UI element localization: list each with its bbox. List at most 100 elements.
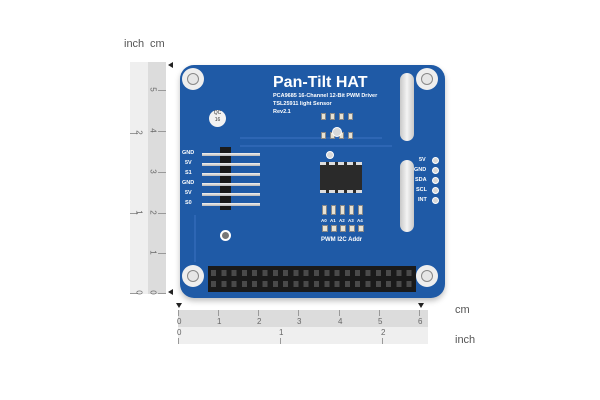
tick	[130, 213, 138, 214]
trace	[240, 137, 382, 139]
resistor	[348, 132, 353, 139]
servo-pin-label: 5V	[185, 160, 192, 166]
tick	[280, 338, 281, 344]
cm-tick-label: 6	[418, 317, 423, 326]
address-label: A2	[339, 218, 345, 223]
ruler-marker-icon	[168, 62, 173, 68]
address-pad	[349, 225, 355, 232]
horizontal-ruler-cm-scale	[178, 310, 428, 327]
i2c-pin-label: SCL	[416, 187, 427, 193]
cable-slot	[400, 73, 414, 141]
tick	[379, 310, 380, 316]
horizontal-ruler-inch-label: inch	[455, 334, 476, 346]
tick	[158, 253, 166, 254]
gpio-40-pin-header	[208, 266, 416, 292]
header-pin	[202, 183, 260, 186]
address-label: A0	[321, 218, 327, 223]
test-point	[326, 151, 334, 159]
tick	[178, 338, 179, 344]
gpio-pin-row	[211, 281, 413, 287]
trace	[240, 145, 392, 147]
trace	[194, 215, 196, 262]
servo-pin-label: S1	[185, 170, 192, 176]
address-jumper	[349, 205, 354, 215]
board-subtitle-pwm: PCA9685 16-Channel 12-Bit PWM Driver	[273, 93, 378, 99]
tick	[298, 310, 299, 316]
horizontal-ruler-cm-label: cm	[455, 304, 470, 316]
i2c-pad	[432, 177, 439, 184]
cm-tick-label: 2	[148, 210, 158, 215]
mounting-hole	[416, 265, 438, 287]
address-label: A3	[348, 218, 354, 223]
gpio-pin-row	[211, 270, 413, 276]
servo-pin-header	[220, 147, 231, 210]
vertical-ruler-inch-label: inch	[124, 38, 145, 50]
cm-tick-label: 4	[338, 317, 343, 326]
i2c-pad	[432, 167, 439, 174]
header-pin	[202, 193, 260, 196]
resistor	[348, 113, 353, 120]
tick	[178, 310, 179, 316]
address-jumper	[322, 205, 327, 215]
tick	[258, 310, 259, 316]
tick	[218, 310, 219, 316]
i2c-pad	[432, 187, 439, 194]
inch-tick-label: 1	[279, 328, 284, 337]
vertical-ruler-inch-scale	[130, 62, 148, 294]
header-pin	[202, 153, 260, 156]
pan-tilt-hat-board: Pan-Tilt HAT PCA9685 16-Channel 12-Bit P…	[180, 65, 445, 298]
inch-tick-label: 1	[134, 210, 144, 215]
horizontal-ruler-inch-scale	[178, 327, 428, 344]
header-pin	[202, 203, 260, 206]
address-label: A1	[330, 218, 336, 223]
cm-tick-label: 5	[378, 317, 383, 326]
inch-tick-label: 2	[381, 328, 386, 337]
tick	[158, 172, 166, 173]
resistor	[321, 132, 326, 139]
i2c-pad	[432, 157, 439, 164]
ruler-marker-icon	[168, 289, 173, 295]
qc-sticker: QC 16	[209, 110, 226, 127]
mounting-hole	[182, 68, 204, 90]
cm-tick-label: 4	[148, 128, 158, 133]
tick	[158, 213, 166, 214]
address-label: A4	[357, 218, 363, 223]
i2c-pad	[432, 197, 439, 204]
mounting-hole	[416, 68, 438, 90]
inch-tick-label: 2	[134, 130, 144, 135]
i2c-pin-label: GND	[414, 167, 427, 173]
i2c-pin-label: INT	[418, 197, 427, 203]
resistor	[339, 113, 344, 120]
mounting-hole	[182, 265, 204, 287]
tick	[158, 131, 166, 132]
qc-label: QC	[213, 110, 222, 116]
cm-tick-label: 3	[297, 317, 302, 326]
address-pad	[358, 225, 364, 232]
tick	[158, 293, 166, 294]
ruler-marker-icon	[418, 303, 424, 308]
tick	[130, 133, 138, 134]
cm-tick-label: 1	[217, 317, 222, 326]
cm-tick-label: 5	[148, 87, 158, 92]
address-jumper	[331, 205, 336, 215]
board-subtitle-sensor: TSL25911 light Sensor	[273, 101, 332, 107]
resistor	[321, 113, 326, 120]
vertical-ruler-cm-scale	[148, 62, 166, 294]
tick	[130, 293, 138, 294]
i2c-pin-label: SDA	[415, 177, 427, 183]
cm-tick-label: 3	[148, 169, 158, 174]
cm-tick-label: 2	[257, 317, 262, 326]
vertical-ruler: 0 1 2 0 1 2 3 4 5	[130, 62, 166, 295]
qc-number: 16	[214, 117, 221, 123]
address-caption: PWM I2C Addr	[321, 237, 363, 243]
cm-tick-label: 0	[148, 290, 158, 295]
horizontal-ruler: 0 1 2 3 4 5 6 0 1 2	[177, 310, 428, 344]
address-pad	[322, 225, 328, 232]
i2c-pin-label: 5V	[419, 157, 426, 163]
header-pin	[202, 163, 260, 166]
ruler-marker-icon	[176, 303, 182, 308]
cm-tick-label: 1	[148, 250, 158, 255]
board-title: Pan-Tilt HAT	[273, 74, 368, 91]
address-pad	[331, 225, 337, 232]
address-jumper	[358, 205, 363, 215]
